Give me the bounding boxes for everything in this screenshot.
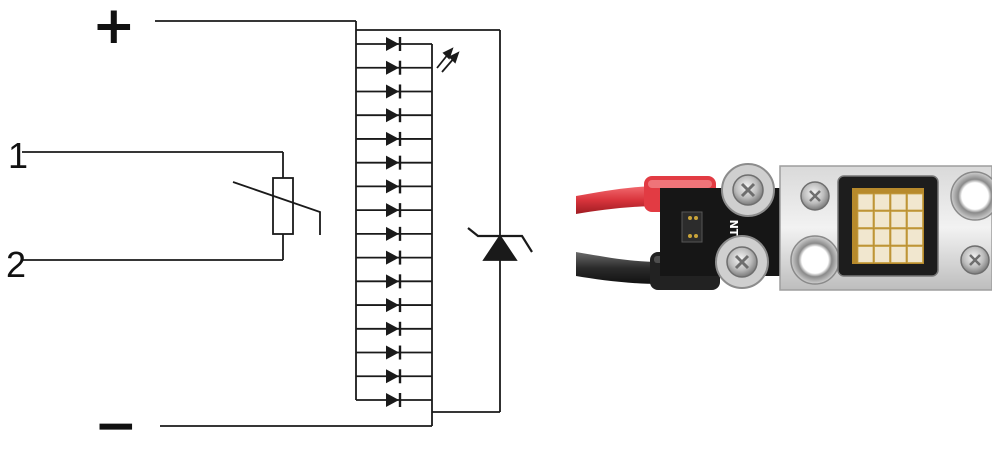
led-chip <box>890 246 907 263</box>
led-diode-icon <box>356 369 432 384</box>
led-array <box>356 37 432 407</box>
schematic-wires <box>22 20 501 427</box>
led-chip <box>890 193 907 211</box>
black-wire <box>576 252 660 284</box>
led-diode-icon <box>356 393 432 407</box>
led-diode-icon <box>356 203 432 218</box>
plus-terminal-label: + <box>92 0 136 56</box>
schematic: NTC <box>22 20 992 427</box>
led-diode-icon <box>356 321 432 336</box>
diagram-canvas: NTC + − 1 2 <box>6 0 992 452</box>
pin-1-label: 1 <box>8 135 29 176</box>
mounting-hole <box>950 171 992 221</box>
mounting-hole <box>790 235 840 285</box>
led-diode-icon <box>356 274 432 289</box>
led-chip <box>890 228 907 246</box>
led-diode-icon <box>356 298 432 313</box>
pin-2-label: 2 <box>6 244 27 285</box>
led-diode-icon <box>356 250 432 265</box>
led-chip <box>874 193 890 211</box>
led-chip <box>857 246 874 263</box>
led-diode-icon <box>356 226 432 241</box>
led-chip <box>857 211 874 228</box>
tvs-zener-diode-icon <box>467 227 533 261</box>
red-wire <box>576 186 660 214</box>
led-chip <box>890 211 907 228</box>
led-chip <box>874 211 890 228</box>
led-module-photo: NTC <box>576 163 992 291</box>
led-die-grid <box>857 193 923 263</box>
led-chip <box>907 211 923 228</box>
led-diode-icon <box>356 108 432 123</box>
led-diode-icon <box>356 60 432 75</box>
led-diode-icon <box>356 345 432 360</box>
led-chip <box>874 246 890 263</box>
ntc-thermistor-icon <box>232 177 321 235</box>
led-chip <box>857 193 874 211</box>
minus-terminal-label: − <box>94 396 138 456</box>
led-chip <box>857 228 874 246</box>
led-diode-icon <box>356 84 432 99</box>
led-chip <box>874 228 890 246</box>
led-diode-icon <box>356 131 432 146</box>
light-emission-arrows-icon <box>436 47 460 73</box>
led-diode-icon <box>356 37 432 51</box>
led-chip <box>907 228 923 246</box>
led-chip <box>907 193 923 211</box>
led-diode-icon <box>356 179 432 194</box>
led-chip <box>907 246 923 263</box>
led-diode-icon <box>356 155 432 170</box>
